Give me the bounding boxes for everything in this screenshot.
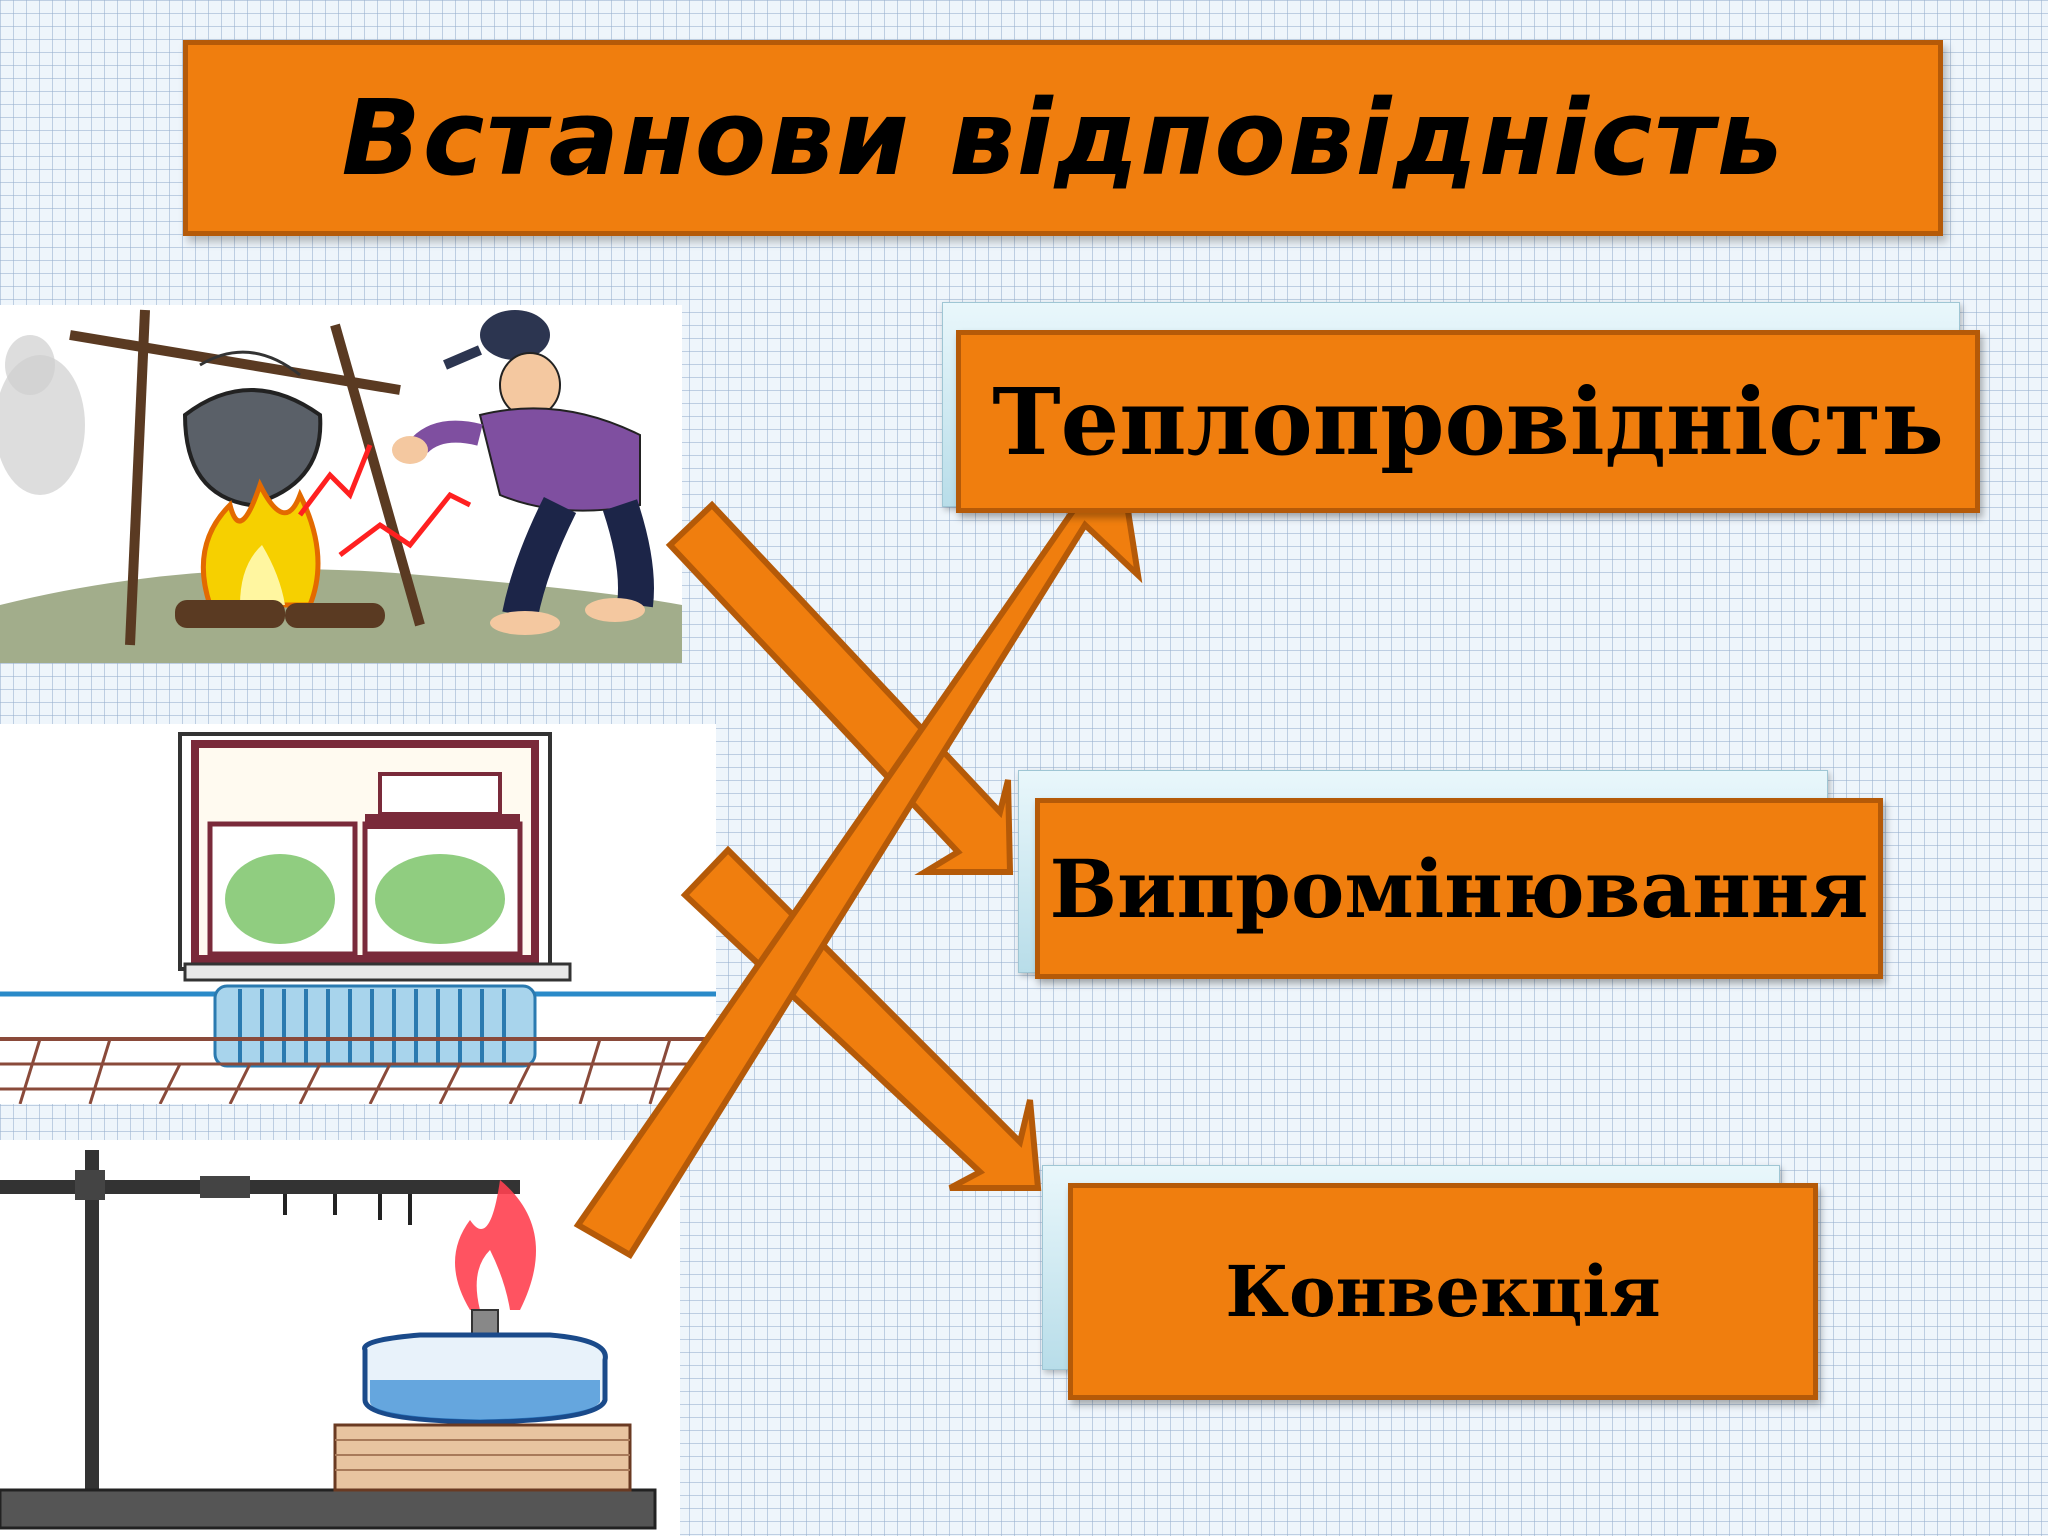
term-label: Конвекція [1225, 1250, 1661, 1333]
term-box-convection[interactable]: Конвекція [1068, 1183, 1818, 1400]
radiator-icon [213, 984, 537, 1068]
window-radiator-illustration[interactable] [0, 724, 716, 1104]
page-title: Встанови відповідність [341, 77, 1785, 199]
term-box-radiation[interactable]: Випромінювання [1035, 798, 1883, 979]
arrow-1 [665, 500, 1014, 875]
lab-stand-spirit-lamp-illustration[interactable] [0, 1140, 680, 1536]
arrow-2 [680, 845, 1042, 1191]
term-label: Теплопровідність [992, 367, 1944, 476]
campfire-cauldron-man-illustration[interactable] [0, 305, 682, 663]
term-box-heat-conduction[interactable]: Теплопровідність [956, 330, 1980, 513]
flame-icon [455, 1180, 536, 1310]
title-banner: Встанови відповідність [183, 40, 1943, 236]
term-label: Випромінювання [1049, 841, 1869, 936]
